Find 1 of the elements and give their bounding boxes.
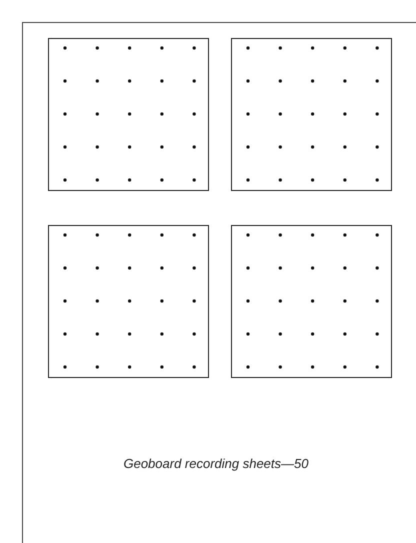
- caption: Geoboard recording sheets—50: [122, 456, 310, 471]
